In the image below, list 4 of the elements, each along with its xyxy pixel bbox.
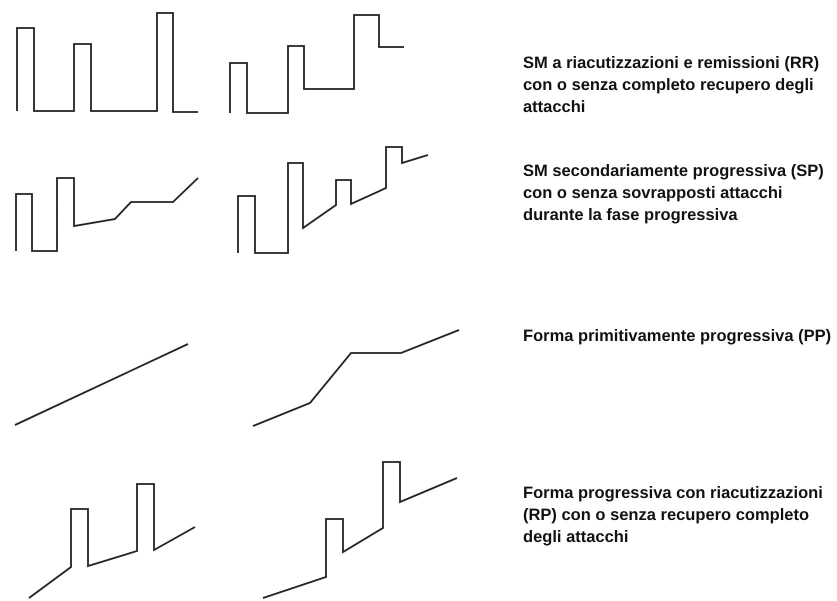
description-text: Forma primitivamente progressiva (PP) bbox=[523, 326, 832, 347]
description-text: SM a riacutizzazioni e remissioni (RR) con o senza completo recupero degli attacchi bbox=[523, 53, 820, 118]
description-text: Forma progressiva con riacutizzazioni (RP) con o senza recupero completo degli attacchi bbox=[523, 483, 824, 548]
description-text: SM secondariamente progressiva (SP) con o senza sovrapposti attacchi durante la fase progressiva bbox=[523, 161, 825, 226]
